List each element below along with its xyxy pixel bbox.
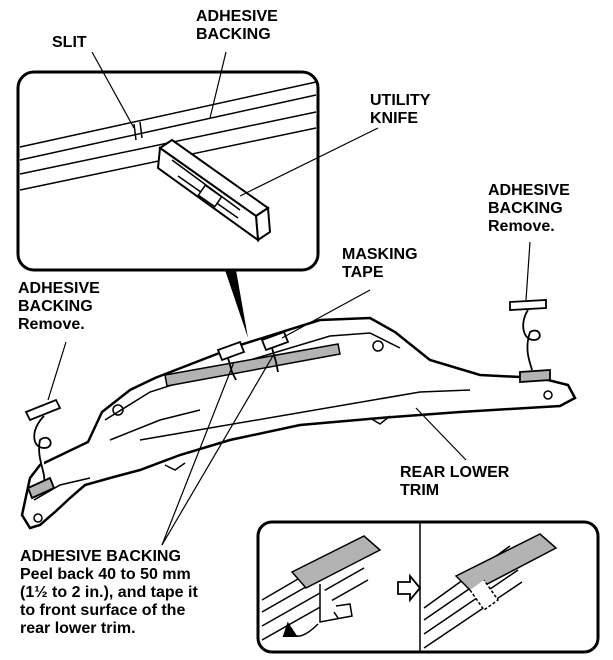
label-masking-tape: MASKING TAPE	[342, 246, 418, 282]
label-line: TRIM	[400, 482, 440, 499]
label-slit: SLIT	[52, 34, 87, 51]
label-line: MASKING	[342, 246, 418, 263]
label-line: BACKING	[18, 298, 93, 315]
label-adhesive-backing-left: ADHESIVE BACKING Remove.	[18, 280, 100, 334]
label-line: ADHESIVE	[18, 280, 100, 297]
label-line: rear lower trim.	[20, 620, 136, 637]
label-adhesive-backing-top: ADHESIVE BACKING	[196, 8, 278, 44]
utility-knife-icon	[156, 138, 272, 243]
label-rear-lower-trim: REAR LOWER TRIM	[400, 464, 509, 500]
tape-tabs	[216, 330, 290, 381]
tape-detail-inset	[256, 520, 600, 654]
label-line: Peel back 40 to 50 mm	[20, 566, 191, 583]
leader-lines	[47, 51, 531, 546]
label-line: ADHESIVE BACKING	[20, 548, 181, 565]
label-line: BACKING	[488, 200, 563, 217]
label-line: TAPE	[342, 264, 384, 281]
label-peel-instructions: ADHESIVE BACKING Peel back 40 to 50 mm (…	[20, 548, 198, 638]
label-line: BACKING	[196, 26, 271, 43]
label-adhesive-backing-right: ADHESIVE BACKING Remove.	[488, 182, 570, 236]
masking-tape-strip	[164, 343, 341, 387]
label-line: Remove.	[18, 316, 85, 333]
label-line: REAR LOWER	[400, 464, 510, 481]
label-line: ADHESIVE	[488, 182, 570, 199]
inset-pointer	[225, 270, 248, 338]
end-adhesive-pieces	[24, 299, 551, 500]
label-line: (1½ to 2 in.), and tape it	[20, 584, 198, 601]
label-line: KNIFE	[370, 110, 418, 127]
label-line: to front surface of the	[20, 602, 186, 619]
label-line: Remove.	[488, 218, 555, 235]
label-line: ADHESIVE	[196, 8, 278, 25]
label-utility-knife: UTILITY KNIFE	[370, 92, 430, 128]
label-line: UTILITY	[370, 92, 431, 109]
